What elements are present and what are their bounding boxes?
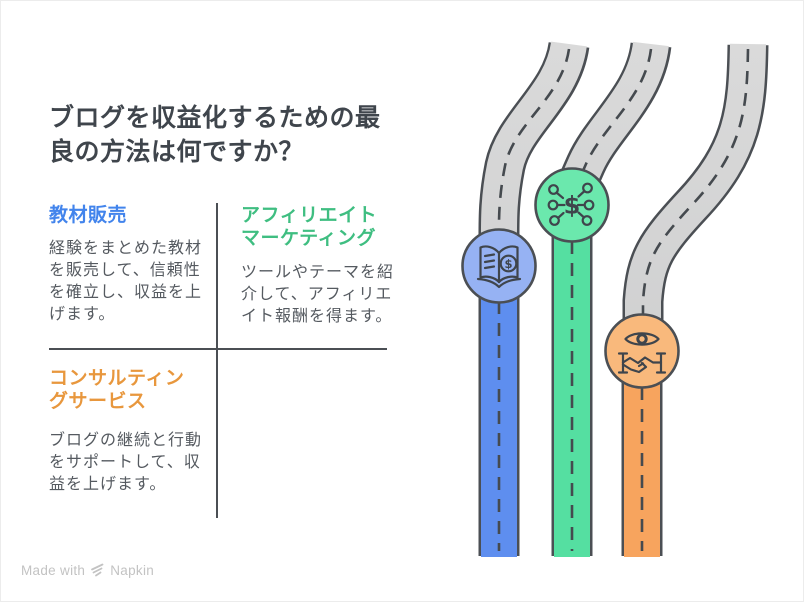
section-heading: アフィリエイト マーケティング [241, 204, 406, 250]
body-line: を販売して、信頼性 [49, 262, 201, 279]
winding-roads-graphic: $ $ [461, 41, 769, 557]
body-line: ツールやテーマを紹 [241, 264, 395, 281]
heading-line: マーケティング [241, 228, 376, 249]
body-line: をサポートして、収 [49, 454, 201, 471]
title-line-1: ブログを収益化するための最 [49, 104, 381, 132]
section-consulting-service: コンサルティン グサービス ブログの継続と行動 をサポートして、収 益を上げます… [49, 367, 224, 496]
body-line: 益を上げます。 [49, 476, 167, 493]
brand-label: Napkin [110, 563, 155, 578]
section-material-sales: 教材販売 経験をまとめた教材 を販売して、信頼性 を確立し、収益を上 げます。 [49, 204, 219, 326]
page-title: ブログを収益化するための最 良の方法は何ですか？ [49, 101, 429, 169]
heading-line: 教材販売 [49, 205, 128, 226]
svg-text:$: $ [504, 257, 512, 271]
body-line: げます。 [49, 306, 116, 323]
section-body: 経験をまとめた教材 を販売して、信頼性 を確立し、収益を上 げます。 [49, 238, 219, 326]
section-heading: 教材販売 [49, 204, 219, 227]
gray-road-fills [480, 41, 766, 331]
heading-line: アフィリエイト [241, 205, 378, 226]
section-heading: コンサルティン グサービス [49, 367, 224, 413]
body-line: イト報酬を得ます。 [241, 308, 393, 325]
body-line: を確立し、収益を上 [49, 284, 203, 301]
section-body: ブログの継続と行動 をサポートして、収 益を上げます。 [49, 430, 224, 496]
dollar-network-icon: $ [547, 182, 595, 226]
vertical-divider [216, 203, 218, 518]
horizontal-divider [49, 348, 387, 350]
svg-text:$: $ [564, 192, 581, 220]
napkin-logo-icon [91, 563, 104, 577]
heading-line: コンサルティン [49, 368, 185, 389]
handshake-stop-circle [604, 313, 680, 389]
section-affiliate-marketing: アフィリエイト マーケティング ツールやテーマを紹 介して、アフィリエ イト報酬… [241, 204, 406, 328]
body-line: ブログの継続と行動 [49, 432, 203, 449]
heading-line: グサービス [49, 391, 147, 412]
book-dollar-icon: $ [476, 245, 522, 289]
handshake-eye-icon [617, 332, 667, 374]
body-line: 経験をまとめた教材 [49, 240, 203, 257]
section-body: ツールやテーマを紹 介して、アフィリエ イト報酬を得ます。 [241, 262, 406, 328]
made-with-napkin: Made with Napkin [21, 563, 154, 578]
title-line-2: 良の方法は何ですか？ [49, 138, 305, 166]
body-line: 介して、アフィリエ [241, 286, 393, 303]
made-with-label: Made with [21, 563, 86, 578]
